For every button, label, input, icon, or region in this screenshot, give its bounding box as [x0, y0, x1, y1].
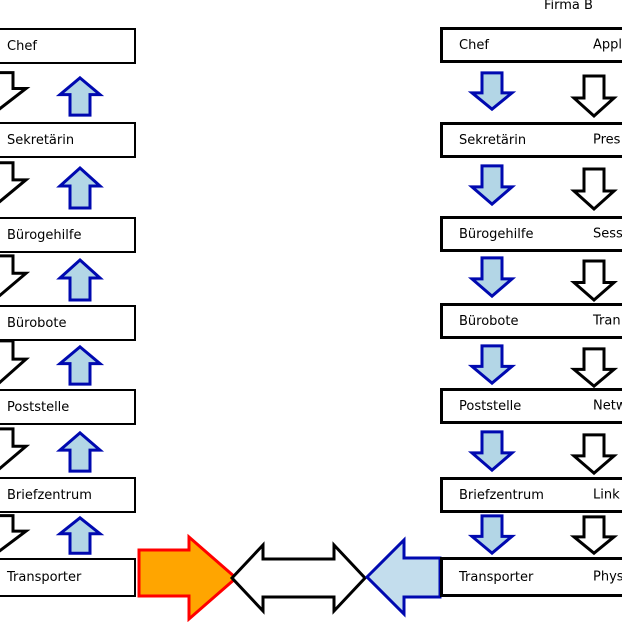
- left-box-chef-label: Chef: [7, 38, 37, 54]
- left-box-transporter: Transporter: [0, 558, 136, 597]
- blue-up-arrow-icon: [58, 258, 102, 302]
- left-box-sekretaerin: Sekretärin: [0, 122, 136, 158]
- blue-up-arrow-icon: [58, 166, 102, 210]
- left-box-chef: Chef: [0, 28, 136, 64]
- orange-right-arrow-icon: [137, 535, 238, 621]
- right-box-transporter: Transporter Phys: [440, 557, 622, 597]
- blue-down-arrow-icon: [470, 344, 514, 385]
- white-down-arrow-icon: [572, 433, 616, 475]
- right-box-chef-label: Chef: [459, 37, 489, 53]
- osi-label-application: Appl: [593, 37, 622, 53]
- white-down-arrow-icon: [572, 347, 616, 388]
- white-down-arrow-icon: [0, 514, 28, 553]
- white-down-arrow-icon: [0, 339, 28, 385]
- blue-up-arrow-icon: [58, 516, 102, 555]
- right-box-chef: Chef Appl: [440, 27, 622, 63]
- left-box-buerogehilfe: Bürogehilfe: [0, 217, 136, 253]
- blue-down-arrow-icon: [470, 71, 514, 111]
- firma-b-title: Firma B: [544, 0, 593, 13]
- white-down-arrow-icon: [572, 259, 616, 302]
- osi-label-link: Link: [593, 487, 620, 503]
- left-box-sekretaerin-label: Sekretärin: [7, 132, 75, 148]
- right-box-poststelle-label: Poststelle: [459, 398, 522, 414]
- blue-up-arrow-icon: [58, 345, 102, 386]
- blue-left-arrow-icon: [365, 538, 442, 616]
- blue-down-arrow-icon: [470, 256, 514, 298]
- right-box-buerogehilfe: Bürogehilfe Sess: [440, 216, 622, 252]
- osi-label-presentation: Pres: [593, 132, 621, 148]
- left-box-buerobote-label: Bürobote: [7, 315, 67, 331]
- blue-up-arrow-icon: [58, 431, 102, 473]
- left-box-briefzentrum: Briefzentrum: [0, 477, 136, 513]
- blue-up-arrow-icon: [58, 76, 102, 117]
- white-down-arrow-icon: [0, 427, 28, 471]
- left-box-buerogehilfe-label: Bürogehilfe: [7, 227, 82, 243]
- white-down-arrow-icon: [572, 74, 616, 118]
- right-box-buerogehilfe-label: Bürogehilfe: [459, 226, 534, 242]
- blue-down-arrow-icon: [470, 514, 514, 555]
- left-box-transporter-label: Transporter: [7, 570, 82, 585]
- white-down-arrow-icon: [572, 515, 616, 555]
- white-down-arrow-icon: [572, 167, 616, 211]
- left-box-poststelle: Poststelle: [0, 389, 136, 425]
- osi-label-physical: Phys: [593, 569, 622, 585]
- right-box-buerobote-label: Bürobote: [459, 313, 519, 329]
- right-box-transporter-label: Transporter: [459, 569, 534, 585]
- osi-label-network: Netw: [593, 398, 622, 414]
- white-down-arrow-icon: [0, 71, 28, 111]
- right-box-buerobote: Bürobote Tran: [440, 303, 622, 339]
- right-box-sekretaerin: Sekretärin Pres: [440, 122, 622, 158]
- left-box-buerobote: Bürobote: [0, 305, 136, 341]
- white-down-arrow-icon: [0, 254, 28, 298]
- osi-label-transport: Tran: [593, 313, 621, 329]
- right-box-poststelle: Poststelle Netw: [440, 388, 622, 424]
- right-box-briefzentrum-label: Briefzentrum: [459, 487, 544, 503]
- blue-down-arrow-icon: [470, 164, 514, 206]
- white-down-arrow-icon: [0, 161, 28, 204]
- left-box-briefzentrum-label: Briefzentrum: [7, 487, 92, 503]
- blue-down-arrow-icon: [470, 430, 514, 472]
- osi-label-session: Sess: [593, 226, 622, 242]
- right-box-sekretaerin-label: Sekretärin: [459, 132, 527, 148]
- right-box-briefzentrum: Briefzentrum Link: [440, 477, 622, 513]
- left-box-poststelle-label: Poststelle: [7, 399, 70, 415]
- white-double-arrow-icon: [230, 543, 367, 613]
